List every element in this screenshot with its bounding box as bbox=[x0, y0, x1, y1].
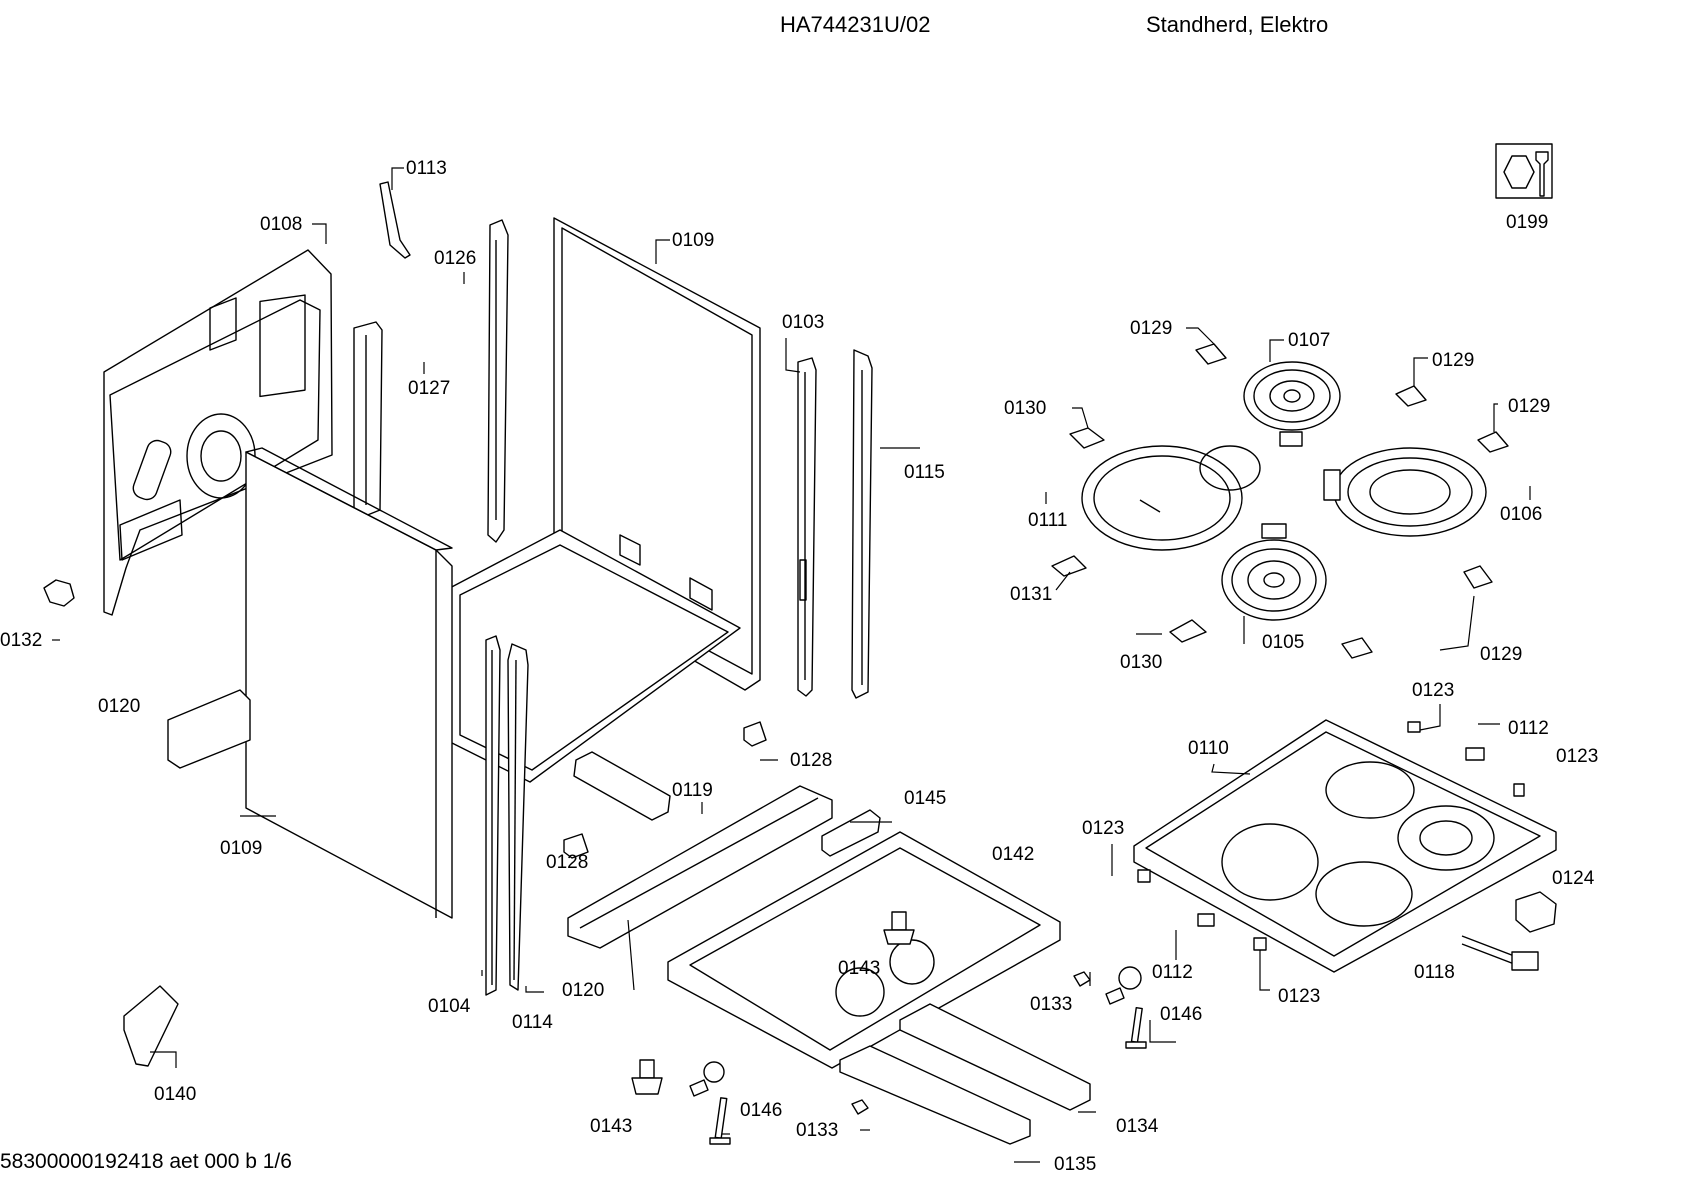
part-label: 0135 bbox=[1054, 1154, 1096, 1175]
part-label: 0128 bbox=[790, 750, 832, 771]
terminal-block-part bbox=[1515, 891, 1557, 933]
base-rail-upper-part bbox=[167, 689, 251, 769]
part-number-labels: 0113 0108 0126 0109 0103 0127 0115 0132 … bbox=[0, 158, 1598, 1175]
long-rail-part bbox=[851, 349, 873, 699]
screw-nut-0146-lower-part bbox=[689, 1061, 731, 1145]
leader-lines bbox=[52, 167, 1531, 1163]
part-label: 0127 bbox=[408, 378, 450, 399]
base-rail-lower-part bbox=[567, 785, 833, 949]
foot-0143-lower-part bbox=[631, 1059, 663, 1095]
side-panel-left-part bbox=[245, 447, 453, 919]
rear-rail-part bbox=[487, 219, 509, 543]
part-label: 0143 bbox=[838, 958, 880, 979]
model-number: HA744231U/02 bbox=[780, 12, 931, 37]
clip-part bbox=[43, 579, 75, 607]
part-label: 0129 bbox=[1508, 396, 1550, 417]
part-label: 0109 bbox=[220, 838, 262, 859]
part-label: 0140 bbox=[154, 1084, 196, 1105]
part-label: 0123 bbox=[1412, 680, 1454, 701]
part-label: 0142 bbox=[992, 844, 1034, 865]
part-label: 0130 bbox=[1120, 652, 1162, 673]
part-label: 0111 bbox=[1028, 510, 1067, 531]
part-label: 0146 bbox=[1160, 1004, 1202, 1025]
part-label: 0106 bbox=[1500, 504, 1542, 525]
part-label: 0132 bbox=[0, 630, 42, 651]
part-label: 0145 bbox=[904, 788, 946, 809]
part-label: 0114 bbox=[512, 1012, 553, 1033]
clip-0133-upper-part bbox=[1073, 971, 1091, 987]
side-rail-part bbox=[353, 321, 383, 519]
heating-element-0111-part bbox=[1081, 445, 1261, 551]
part-label: 0103 bbox=[782, 312, 824, 333]
part-label: 0108 bbox=[260, 214, 302, 235]
part-label: 0109 bbox=[672, 230, 714, 251]
screw-nut-0146-upper-part bbox=[1105, 966, 1147, 1049]
cross-bar-part bbox=[573, 751, 671, 821]
part-label: 0199 bbox=[1506, 212, 1548, 233]
part-label: 0112 bbox=[1152, 962, 1193, 983]
part-label: 0120 bbox=[562, 980, 604, 1001]
spring-clip-parts bbox=[1051, 343, 1509, 659]
clip-0128-lower-part bbox=[563, 833, 589, 859]
ceramic-hob-top-part bbox=[1133, 719, 1557, 973]
part-label: 0129 bbox=[1480, 644, 1522, 665]
front-strip-left-part bbox=[485, 635, 501, 996]
part-label: 0129 bbox=[1130, 318, 1172, 339]
document-footer: 58300000192418 aet 000 b 1/6 bbox=[0, 1150, 292, 1173]
part-label: 0134 bbox=[1116, 1116, 1159, 1137]
part-label: 0115 bbox=[904, 462, 945, 483]
front-strip-right-part bbox=[507, 643, 529, 991]
part-label: 0112 bbox=[1508, 718, 1549, 739]
part-label: 0105 bbox=[1262, 632, 1304, 653]
part-label: 0104 bbox=[428, 996, 471, 1017]
foot-0143-upper-part bbox=[883, 911, 915, 945]
cable-part bbox=[1461, 935, 1539, 971]
part-label: 0129 bbox=[1432, 350, 1474, 371]
part-label: 0143 bbox=[590, 1116, 632, 1137]
skid-0135-part bbox=[839, 1045, 1031, 1145]
heating-element-0105-part bbox=[1221, 523, 1327, 621]
part-label: 0113 bbox=[406, 158, 447, 179]
part-label: 0107 bbox=[1288, 330, 1330, 351]
part-label: 0123 bbox=[1082, 818, 1124, 839]
appliance-type: Standherd, Elektro bbox=[1146, 12, 1329, 37]
part-label: 0123 bbox=[1278, 986, 1320, 1007]
part-label: 0119 bbox=[672, 780, 713, 801]
small-bracket-part bbox=[379, 181, 411, 259]
front-rail-part bbox=[797, 357, 817, 697]
skid-0134-part bbox=[899, 1003, 1091, 1111]
back-panel-part bbox=[103, 249, 333, 616]
part-label: 0130 bbox=[1004, 398, 1046, 419]
angle-bracket-part bbox=[123, 985, 179, 1067]
part-label: 0120 bbox=[98, 696, 140, 717]
wrench-service-icon bbox=[1495, 143, 1553, 199]
heating-element-0107-part bbox=[1243, 361, 1341, 447]
base-frame-part bbox=[667, 831, 1061, 1069]
part-label: 0146 bbox=[740, 1100, 782, 1121]
heating-element-0106-part bbox=[1323, 447, 1487, 537]
part-label: 0133 bbox=[796, 1120, 838, 1141]
part-label: 0131 bbox=[1010, 584, 1052, 605]
part-label: 0126 bbox=[434, 248, 476, 269]
part-label: 0110 bbox=[1188, 738, 1229, 759]
clip-0133-lower-part bbox=[851, 1099, 869, 1115]
part-label: 0123 bbox=[1556, 746, 1598, 767]
clip-0128-upper-part bbox=[743, 721, 767, 747]
part-label: 0128 bbox=[546, 852, 588, 873]
part-label: 0118 bbox=[1414, 962, 1455, 983]
part-label: 0133 bbox=[1030, 994, 1072, 1015]
part-label: 0124 bbox=[1552, 868, 1595, 889]
